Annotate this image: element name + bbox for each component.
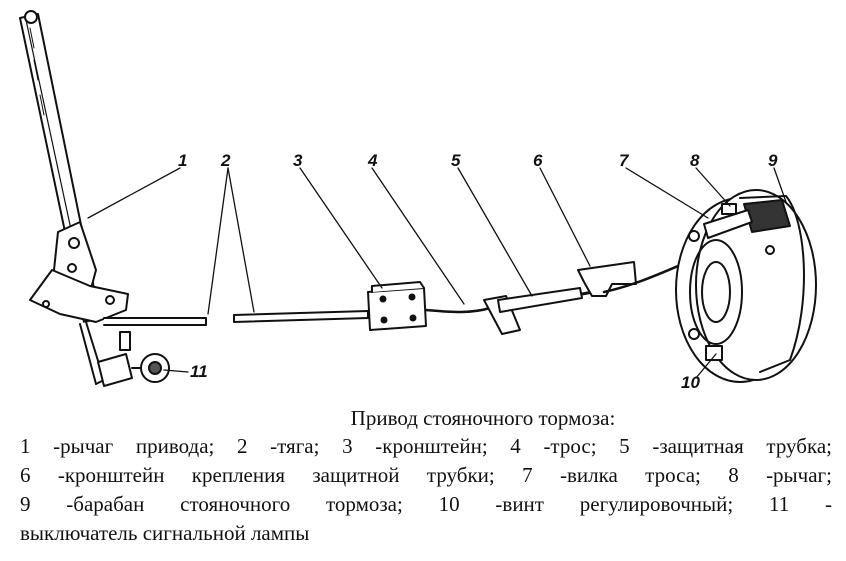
adjusting-screw — [705, 345, 723, 361]
callout-8: 8 — [690, 151, 700, 170]
figure-caption: Привод стояночного тормоза: 1 -рычаг при… — [0, 404, 846, 548]
callout-3: 3 — [293, 151, 303, 170]
callout-2: 2 — [221, 151, 231, 170]
signal-lamp-switch — [97, 331, 170, 387]
caption-line-1: 1 -рычаг привода; 2 -тяга; 3 -кронштейн;… — [20, 434, 832, 458]
protective-tube — [497, 287, 583, 313]
callout-4: 4 — [368, 151, 378, 170]
callout-7: 7 — [619, 151, 629, 170]
callout-9: 9 — [768, 151, 778, 170]
bracket — [367, 281, 427, 331]
callout-5: 5 — [451, 151, 461, 170]
callout-10: 10 — [681, 373, 700, 392]
callout-1: 1 — [178, 151, 188, 170]
callout-6: 6 — [533, 151, 543, 170]
caption-line-3: 9 -барабан стояночного тормоза; 10 -винт… — [20, 492, 832, 516]
parking-brake-drive-drawing — [19, 10, 817, 387]
brake-drum — [675, 189, 817, 383]
drive-lever — [19, 10, 129, 385]
cable-end — [483, 295, 521, 335]
leader-lines — [87, 167, 787, 379]
rods — [103, 310, 369, 326]
caption-title: Привод стояночного тормоза: — [350, 406, 616, 430]
callout-11: 11 — [190, 362, 208, 381]
caption-line-2: 6 -кронштейн крепления защитной трубки; … — [20, 463, 832, 487]
cable — [424, 306, 492, 314]
caption-line-4: выключатель сигнальной лампы — [20, 521, 310, 545]
